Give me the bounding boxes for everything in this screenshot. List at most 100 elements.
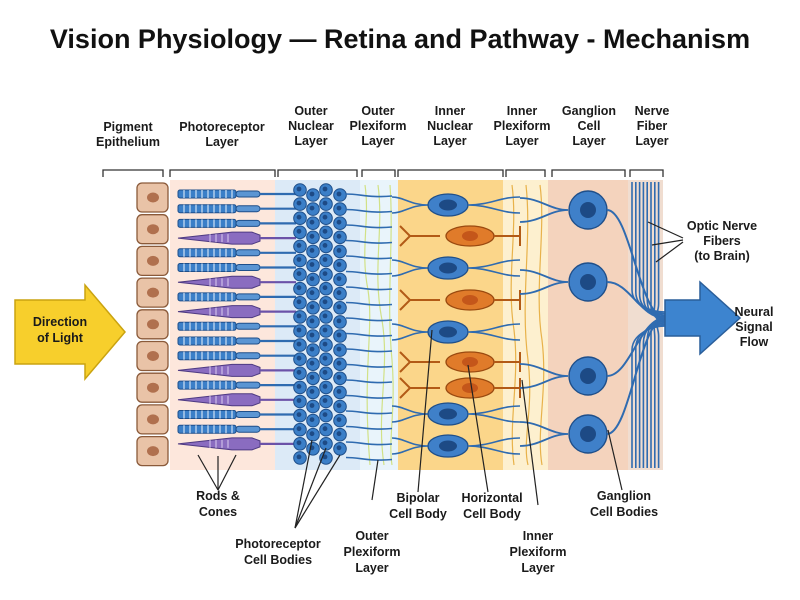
nucleus-dot [322,398,328,403]
optic-nerve-label-1: Optic Nerve [687,219,757,233]
bipolar-nucleus [439,262,457,274]
nucleus-dot [322,214,328,220]
rod-inner-segment [235,322,261,330]
rod-outer-segment [177,263,237,272]
pigment-epithelium [136,182,169,467]
inner-nuclear-label-1: Inner [435,104,466,118]
bipolar-label-1: Bipolar [396,491,439,505]
onl-synapse [345,193,393,198]
nucleus-dot [309,403,315,408]
nucleus-dot [309,346,315,352]
pigment-nucleus [147,224,159,235]
nucleus-dot [322,355,328,361]
nucleus-dot [296,200,302,206]
nerve-fiber [653,182,667,323]
nucleus-dot [296,257,302,262]
nucleus-dot [322,200,328,206]
nucleus-dot [296,327,302,333]
ganglion-nucleus [580,274,596,290]
nucleus-dot [336,205,342,211]
onl-synapse [345,208,393,213]
nucleus-dot [296,454,302,460]
nucleus-dot [309,318,315,324]
rod-outer-segment [177,248,237,258]
nucleus-dot [322,384,328,389]
nucleus-dot [309,248,315,253]
horizontal-nucleus [462,383,478,393]
outer-plexiform-label-3: Layer [361,134,394,148]
pigment-label-1: Pigment [103,120,153,134]
onl-synapse [345,363,393,368]
top-labels: Pigment Epithelium Photoreceptor Layer O… [96,104,669,149]
optic-nerve-label-2: Fibers [703,234,741,248]
photoreceptor-label-1: Photoreceptor [179,120,265,134]
nucleus-dot [296,214,302,220]
nucleus-dot [309,276,315,281]
onl-synapse [345,441,393,446]
bipolar-dendrite [391,405,429,423]
horizontal-nucleus [462,295,478,305]
nucleus-dot [322,257,328,262]
nucleus-dot [322,271,328,276]
bipolar-dendrite [391,259,429,277]
nucleus-dot [322,327,328,333]
pigment-nucleus [147,255,159,266]
optic-nerve-leaders [647,221,684,263]
horizontal-label-2: Cell Body [463,507,521,521]
onl-synapse [345,270,393,275]
onl-synapse [345,348,393,353]
pigment-nucleus [147,319,159,330]
pigment-nucleus [147,192,159,203]
nucleus-dot [296,271,302,276]
rod-inner-segment [235,190,261,198]
outer-plexiform-label-1: Outer [361,104,394,118]
outer-plexiform-bottom-3: Layer [355,561,388,575]
bipolar-axon [467,323,521,341]
top-brackets [102,169,664,177]
rod-inner-segment [235,205,261,213]
nucleus-dot [322,313,328,319]
inner-plexiform-label-2: Plexiform [494,119,551,133]
nucleus-dot [336,417,342,422]
outer-plexiform-label-2: Plexiform [350,119,407,133]
ganglion-bodies-label-1: Ganglion [597,489,651,503]
optic-nerve-label-3: (to Brain) [694,249,750,263]
rod-outer-segment [177,351,237,361]
onl-synapse [345,301,393,306]
nerve-fiber-label-3: Layer [635,134,668,148]
nucleus-dot [336,360,342,366]
rod-inner-segment [235,425,261,433]
rod-outer-segment [177,292,237,302]
onl-synapse [345,456,393,461]
rod-inner-segment [235,411,261,418]
nucleus-dot [336,332,342,338]
nucleus-dot [336,233,342,239]
light-label-line2: of Light [37,331,84,345]
horizontal-dendrite [399,289,440,311]
nucleus-dot [336,346,342,352]
nucleus-dot [296,228,302,234]
nucleus-dot [296,285,302,291]
horizontal-process [494,352,521,372]
nucleus-dot [322,243,328,248]
ganglion-nucleus [580,368,596,384]
nucleus-dot [322,228,328,234]
nerve-fiber [650,317,667,468]
nucleus-dot [322,426,328,432]
nucleus-dot [336,431,342,437]
nucleus-dot [296,412,302,417]
nucleus-dot [336,389,342,394]
nucleus-dot [322,369,328,375]
ganglion-dendrite [519,363,569,389]
nerve-fiber [655,182,667,324]
inner-plexiform-label-3: Layer [505,134,538,148]
rod-inner-segment [235,249,261,257]
ganglion-dendrite [519,269,569,295]
ganglion-label-1: Ganglion [562,104,616,118]
bipolar-axon [467,437,521,455]
photoreceptor-layer [177,189,296,451]
nucleus-dot [296,398,302,403]
nucleus-dot [309,233,315,239]
horizontal-nucleus [462,357,478,367]
rod-outer-segment [177,410,237,419]
